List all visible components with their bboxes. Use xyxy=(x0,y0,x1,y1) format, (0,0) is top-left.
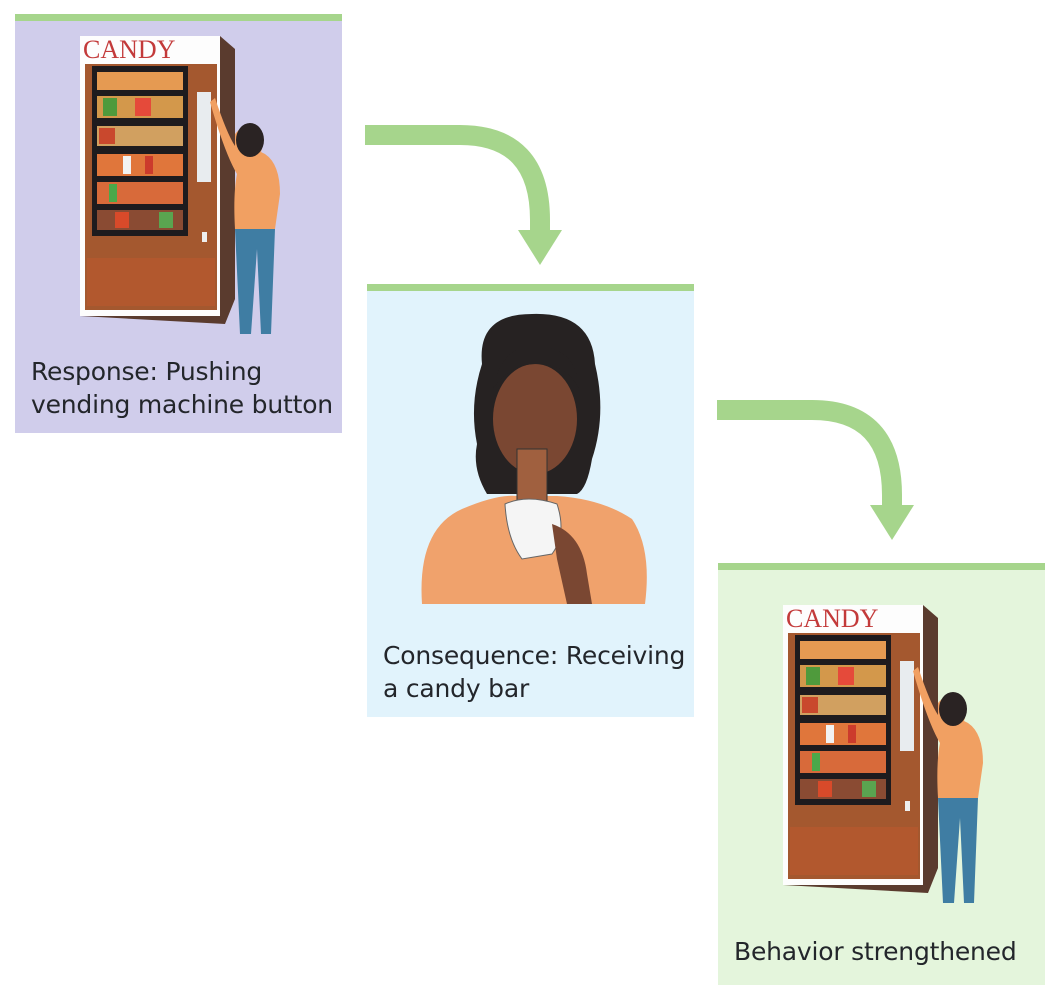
caption-line: Behavior strengthened xyxy=(734,937,1017,966)
vending-machine: CANDY xyxy=(783,604,938,893)
vending-machine: CANDY xyxy=(80,35,235,324)
panel-top-bar xyxy=(15,14,342,21)
panel-top-bar xyxy=(718,563,1045,570)
vending-machine-illustration: CANDY xyxy=(783,604,983,903)
curved-arrow-down-icon xyxy=(717,400,914,540)
caption-line: Response: Pushing xyxy=(31,357,263,386)
caption-line: Consequence: Receiving xyxy=(383,641,686,670)
person-pressing-button xyxy=(210,98,280,334)
caption-line: a candy bar xyxy=(383,674,530,703)
candy-sign: CANDY xyxy=(786,604,879,633)
caption-line: vending machine button xyxy=(31,390,333,419)
panel-top-bar xyxy=(367,284,694,291)
step-response-panel: CANDY Response: Pushing vending machine … xyxy=(15,14,342,433)
step-caption: Consequence: Receiving a candy bar xyxy=(383,639,685,705)
woman-eating-candy-illustration xyxy=(421,313,647,604)
step-consequence-panel: Consequence: Receiving a candy bar xyxy=(367,284,694,717)
snack-rows xyxy=(97,72,183,230)
vending-machine-illustration: CANDY xyxy=(80,35,280,334)
step-caption: Behavior strengthened xyxy=(734,935,1017,968)
step-result-panel: CANDY Behavior strengthened xyxy=(718,563,1045,985)
step-caption: Response: Pushing vending machine button xyxy=(31,355,333,421)
person-pressing-button xyxy=(913,667,983,903)
curved-arrow-down-icon xyxy=(365,125,562,265)
candy-sign: CANDY xyxy=(83,35,176,64)
snack-rows xyxy=(800,641,886,799)
